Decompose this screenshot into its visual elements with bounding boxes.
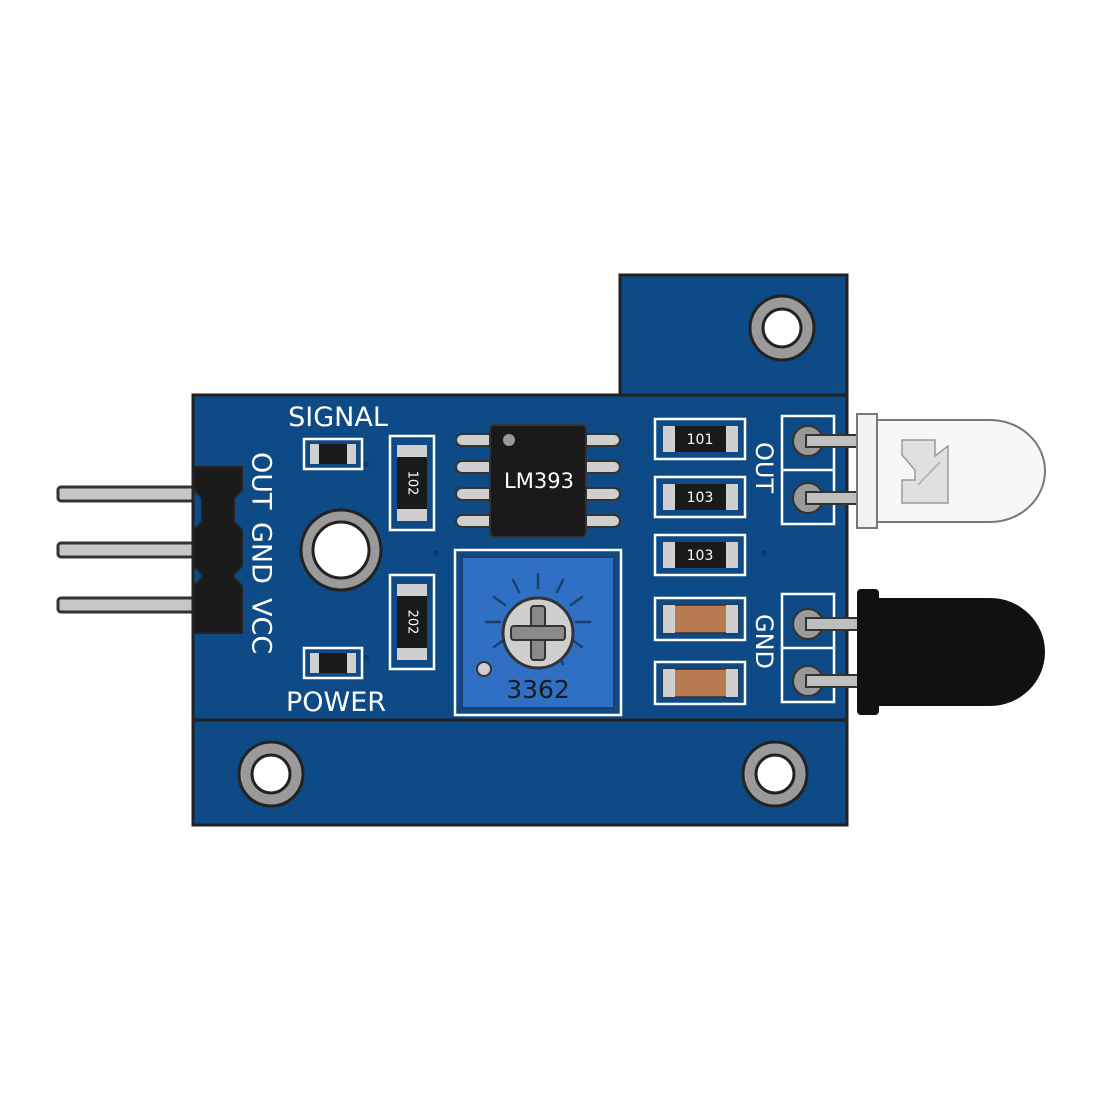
via [363,655,369,661]
black-photodiode-icon [857,589,1045,715]
via [363,461,369,467]
chip-label: LM393 [504,469,574,493]
resistor-103-b [653,533,747,577]
signal-led [302,437,364,471]
cross-screw-icon[interactable] [501,596,575,670]
resistor-103-a-code: 103 [687,490,714,506]
header-label-vcc: VCC [246,598,277,654]
resistor-102-code: 102 [405,471,420,496]
pot-marker-dot [476,661,492,677]
power-label: POWER [286,687,386,718]
chip-pins-right [579,433,621,528]
via [433,550,439,556]
resistor-102 [388,434,436,532]
emitter-out-label: OUT [750,442,778,493]
mount-hole-top [748,294,816,362]
mount-hole-bottom-right [741,740,809,808]
resistor-103-a [653,475,747,519]
resistor-103-b-code: 103 [687,548,714,564]
mount-hole-bottom-left [237,740,305,808]
signal-label: SIGNAL [288,402,388,433]
potentiometer[interactable] [453,548,623,717]
emitter-pads [780,414,861,526]
header-label-gnd: GND [246,522,277,584]
clear-led-icon [856,413,1046,529]
chip-pin1-dot [503,434,515,446]
resistor-101 [653,417,747,461]
resistor-202-code: 202 [405,610,420,635]
header-pin-out [56,485,210,503]
capacitor-1 [653,596,747,642]
receiver-gnd-label: GND [750,614,778,669]
header-pins [56,485,210,614]
lm393-chip [455,424,621,538]
potentiometer-label: 3362 [506,675,570,704]
pin-header-body [193,466,243,634]
mount-hole-center [299,508,383,592]
capacitor-2 [653,660,747,706]
resistor-101-code: 101 [687,432,714,448]
header-label-out: OUT [246,452,277,510]
header-pin-vcc [56,596,210,614]
via [761,550,767,556]
power-led [302,646,364,680]
header-pin-gnd [56,541,210,559]
resistor-202 [388,573,436,671]
